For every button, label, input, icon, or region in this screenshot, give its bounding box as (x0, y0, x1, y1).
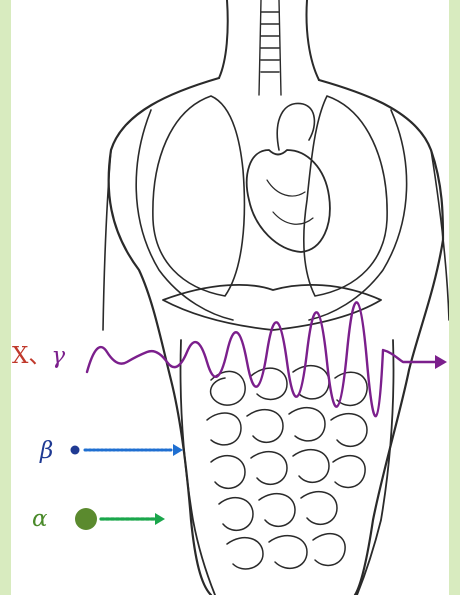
heart (247, 150, 330, 252)
diaphragm (163, 285, 381, 330)
left-lung (153, 96, 245, 296)
torso-anatomy-illustration (11, 0, 449, 595)
intestines (207, 366, 367, 569)
alpha-ray-arrowhead (155, 513, 165, 525)
beta-particle (71, 446, 80, 455)
beta-ray-arrowhead (173, 444, 183, 456)
xray-prefix-label: X、 (12, 343, 51, 369)
alpha-particle (75, 508, 97, 530)
rib-cage-right (309, 110, 407, 320)
left-side-bar (0, 0, 11, 595)
abdomen-right-wall (357, 340, 394, 595)
rib-cage-left (136, 110, 233, 320)
left-arm-line (103, 150, 111, 330)
aorta (277, 103, 314, 150)
gamma-ray-arrowhead (435, 355, 447, 369)
trachea (259, 0, 281, 95)
right-lung (304, 96, 387, 296)
right-side-bar (449, 0, 460, 595)
gamma-ray-wave (87, 302, 435, 416)
gamma-symbol-label: γ (51, 343, 65, 369)
right-arm-line (431, 150, 449, 320)
abdomen-left-wall (181, 340, 216, 595)
xray-gamma-label: X、γ (12, 345, 65, 368)
beta-label: β (40, 440, 53, 463)
left-body-outline (109, 78, 219, 595)
alpha-label: α (32, 508, 48, 531)
